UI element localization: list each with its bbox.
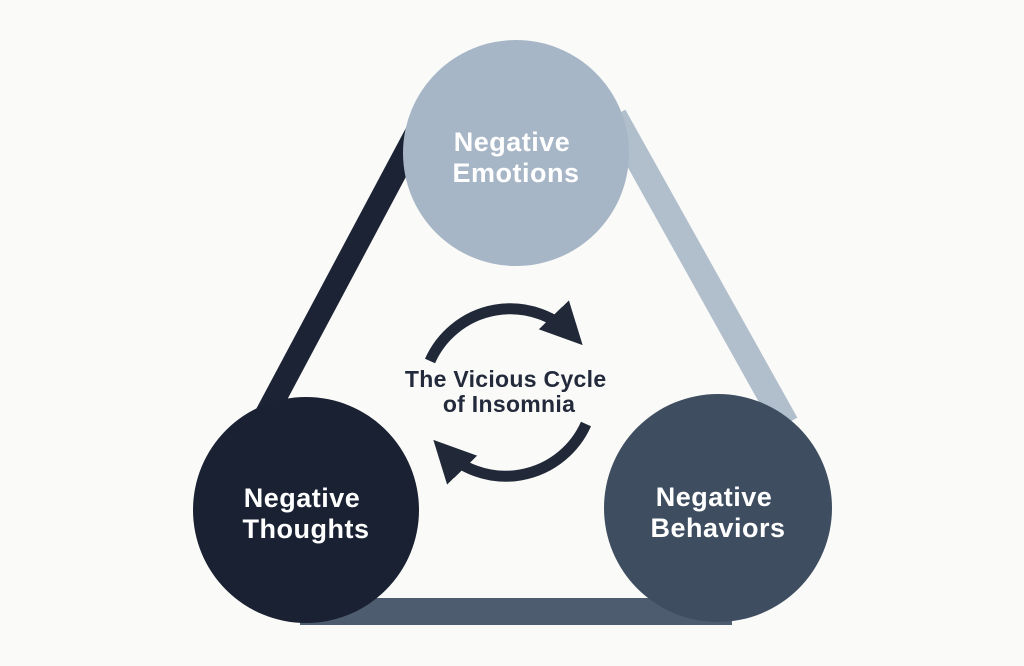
cycle-arrow-top: [424, 300, 583, 364]
edge-emotions-behaviors: [602, 109, 798, 431]
cycle-arrow-bottom: [433, 421, 592, 485]
node-circle-behaviors: [604, 394, 832, 622]
circular-arrows-icon: [424, 300, 592, 485]
node-circle-emotions: [403, 40, 629, 266]
node-circle-thoughts: [193, 397, 419, 623]
node-label-behaviors: Negative Behaviors: [650, 482, 785, 543]
node-label-thoughts: Negative Thoughts: [243, 483, 370, 544]
node-label-emotions: Negative Emotions: [452, 127, 579, 188]
diagram-title: The Vicious Cycle of Insomnia: [405, 366, 613, 417]
